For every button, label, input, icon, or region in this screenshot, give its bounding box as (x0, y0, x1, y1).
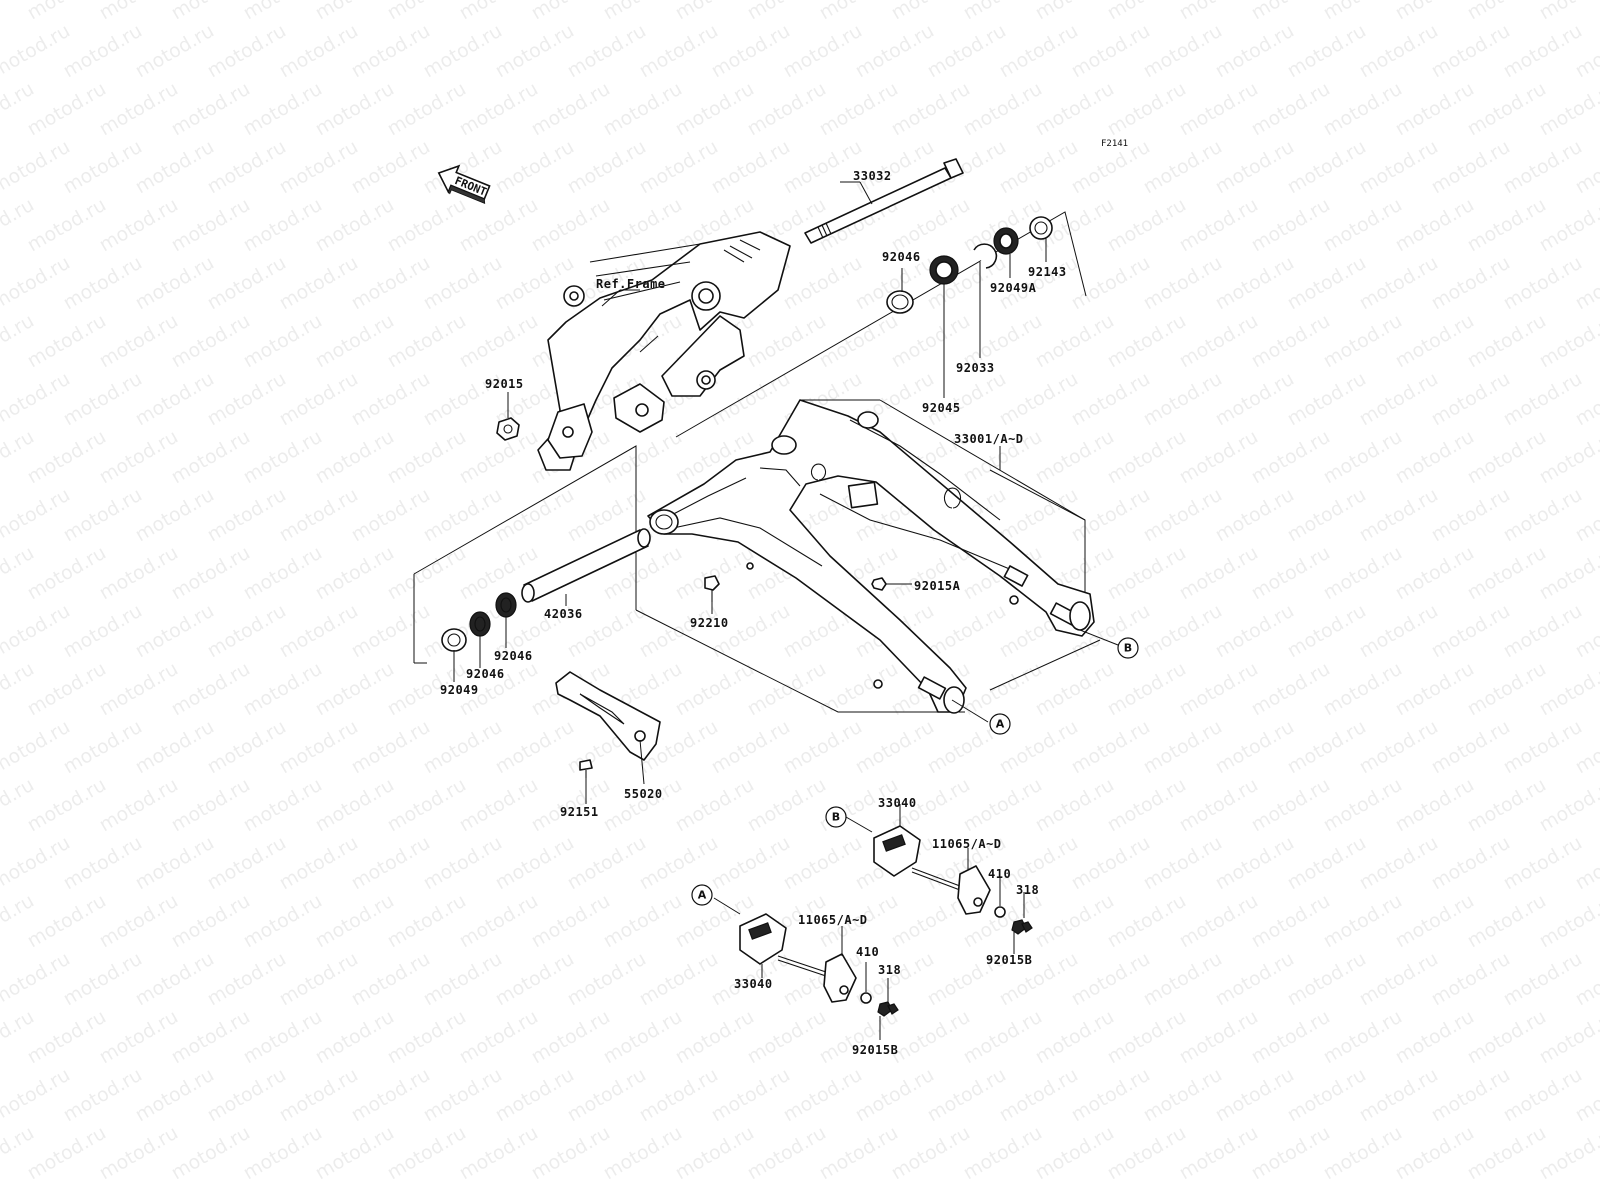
pivot-shaft (804, 158, 964, 244)
part-label-42036: 42036 (544, 607, 583, 621)
callout-a-swingarm: A (989, 713, 1011, 735)
frame-nut (496, 417, 520, 441)
callout-b-label: B (1124, 642, 1132, 655)
part-label-92015b-b: 92015B (986, 953, 1032, 967)
part-label-55020: 55020 (624, 787, 663, 801)
frame-section (537, 231, 791, 471)
callout-b-swingarm: B (1117, 637, 1139, 659)
part-label-92046-left-a: 92046 (494, 649, 533, 663)
part-label-92210: 92210 (690, 616, 729, 630)
part-label-92045: 92045 (922, 401, 961, 415)
leader-lines (453, 181, 1119, 1040)
diagram-code: F2141 (1101, 139, 1128, 149)
sleeve (521, 528, 651, 603)
part-label-92049: 92049 (440, 683, 479, 697)
ref-frame-label: Ref.Frame (596, 277, 666, 291)
swingarm-section-outline (635, 399, 1101, 713)
part-label-92015a: 92015A (914, 579, 961, 593)
part-label-92143: 92143 (1028, 265, 1067, 279)
part-label-33040-b: 33040 (878, 796, 917, 810)
part-label-33040-a: 33040 (734, 977, 773, 991)
callout-b-adjuster: B (825, 806, 847, 828)
front-arrow-icon: FRONT (437, 164, 491, 205)
part-label-33001: 33001/A~D (954, 432, 1024, 446)
part-label-92033: 92033 (956, 361, 995, 375)
swingarm-bolt (704, 575, 887, 602)
part-label-318-a: 318 (878, 963, 901, 977)
callout-a-adjuster: A (691, 884, 713, 906)
chain-adjuster-a (739, 913, 899, 1017)
callout-a-adjuster-label: A (698, 889, 707, 902)
frame-section-outline (413, 211, 1087, 664)
chain-adjuster-b (873, 825, 1033, 935)
part-label-92046-left-b: 92046 (466, 667, 505, 681)
chain-guide (555, 671, 661, 778)
callout-b-adjuster-label: B (832, 811, 840, 824)
part-label-410-b: 410 (988, 867, 1011, 881)
callout-a-label: A (996, 718, 1005, 731)
right-bearing-stack (886, 216, 1053, 314)
part-label-318-b: 318 (1016, 883, 1039, 897)
part-label-410-a: 410 (856, 945, 879, 959)
part-label-11065-b: 11065/A~D (932, 837, 1002, 851)
part-label-92015: 92015 (485, 377, 524, 391)
part-label-92015b-a: 92015B (852, 1043, 898, 1057)
part-label-11065-a: 11065/A~D (798, 913, 868, 927)
part-label-92046-right: 92046 (882, 250, 921, 264)
part-label-92151: 92151 (560, 805, 599, 819)
part-label-33032: 33032 (853, 169, 892, 183)
swingarm (647, 399, 1095, 714)
part-label-92049a: 92049A (990, 281, 1037, 295)
